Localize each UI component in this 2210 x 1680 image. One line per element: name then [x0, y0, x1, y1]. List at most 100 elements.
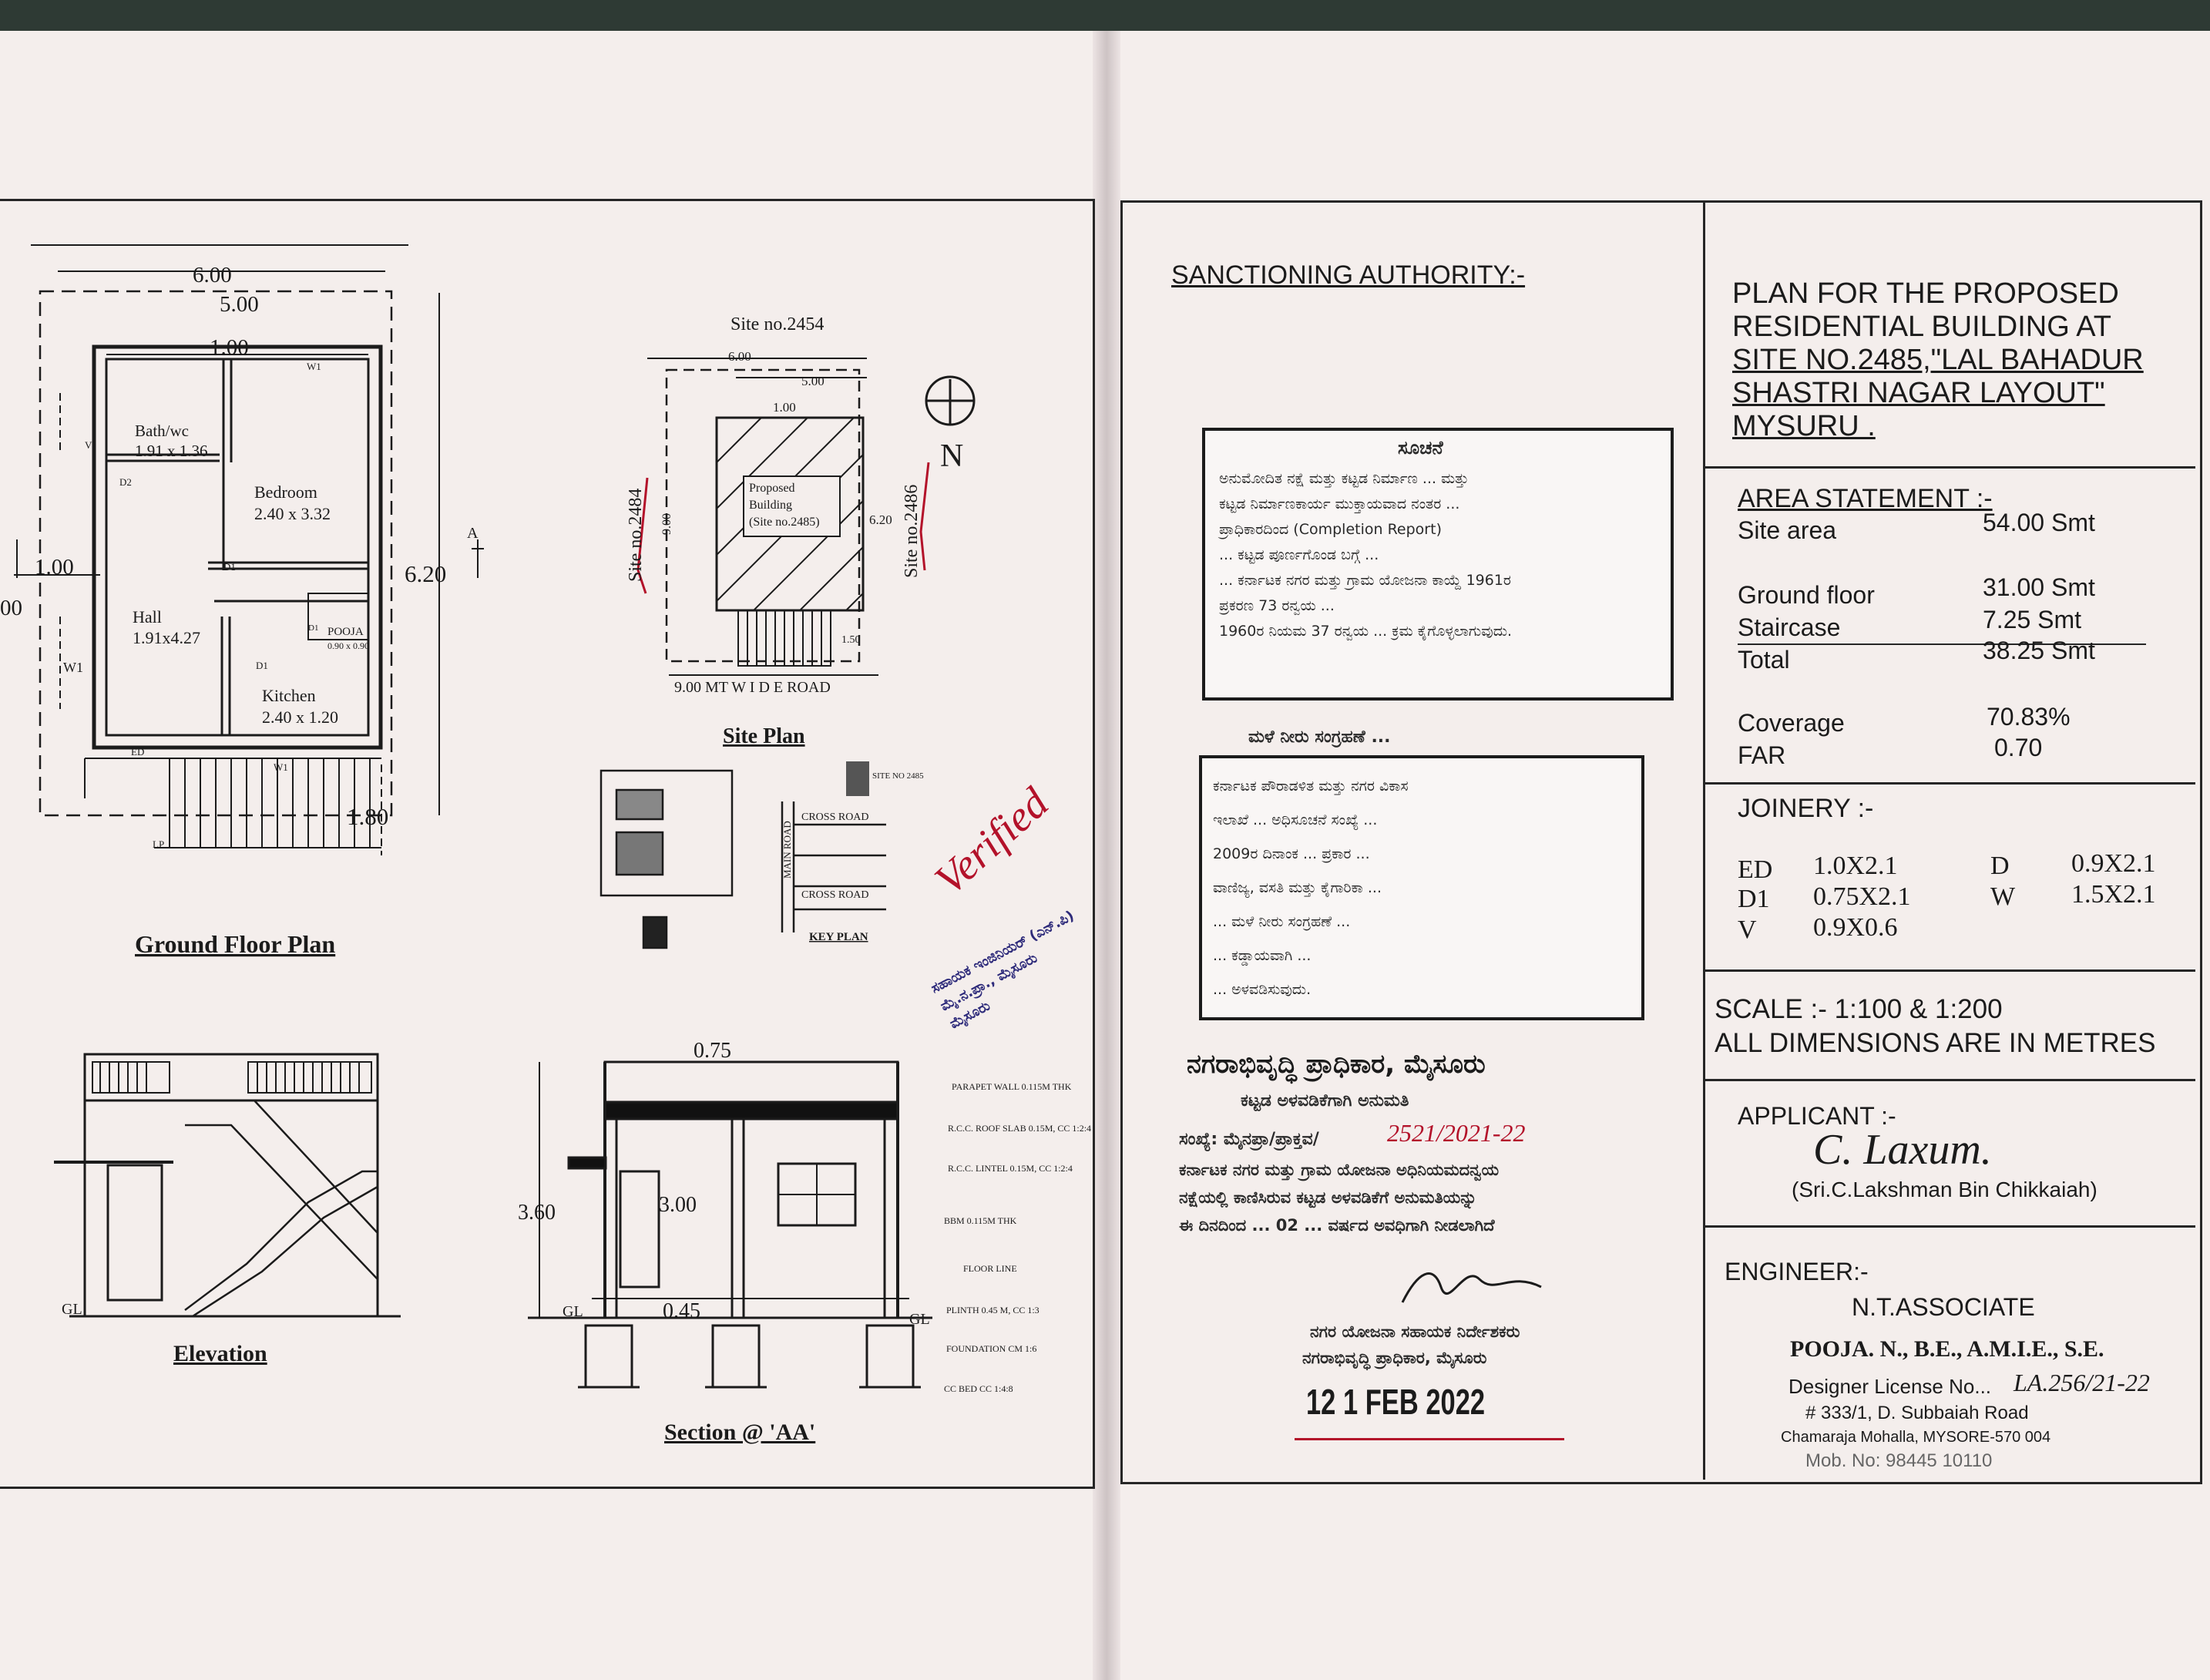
opening-w1-left: W1 — [63, 660, 83, 675]
sanctioning-authority-title: SANCTIONING AUTHORITY:- — [1171, 260, 1526, 290]
site-plan — [636, 358, 976, 676]
section-gl-right: GL — [909, 1311, 930, 1328]
note-parapet: PARAPET WALL 0.115M THK — [952, 1081, 1072, 1092]
rule-line-7: ... ಅಳವಡಿಸುವುದು. — [1213, 981, 1312, 998]
firm-name: N.T.ASSOCIATE — [1852, 1293, 2035, 1321]
license-value: LA.256/21-22 — [2014, 1369, 2150, 1396]
notice-line-6: ಪ್ರಕರಣ 73 ರನ್ವಯ ... — [1219, 597, 1335, 614]
notice-line-2: ಕಟ್ಟಡ ನಿರ್ಮಾಣಕಾರ್ಯ ಮುಕ್ತಾಯವಾದ ನಂತರ ... — [1219, 496, 1460, 512]
title-line-4: SHASTRI NAGAR LAYOUT" — [1732, 377, 2105, 409]
area-gf-label: Ground floor — [1738, 581, 1875, 609]
dimensions-note: ALL DIMENSIONS ARE IN METRES — [1715, 1028, 2156, 1058]
authority-name: ನಗರಾಭಿವೃದ್ಧಿ ಪ್ರಾಧಿಕಾರ, ಮೈಸೂರು — [1187, 1049, 1486, 1080]
license-label: Designer License No... — [1788, 1375, 1992, 1398]
dim-overall-width: 6.00 — [193, 263, 232, 287]
site-top-label: Site no.2454 — [731, 314, 824, 334]
area-gf-value: 31.00 Smt — [1983, 573, 2095, 601]
dim-left: 1.00 — [35, 555, 74, 580]
dim-top: 1.00 — [210, 335, 249, 360]
page-fold — [1093, 31, 1120, 1680]
title-line-5: MYSURU . — [1732, 410, 1876, 442]
room-kitchen-size: 2.40 x 1.20 — [262, 707, 338, 727]
section-dim-360: 3.60 — [518, 1201, 556, 1225]
rule-line-2: ಇಲಾಖೆ ... ಅಧಿಸೂಚನೆ ಸಂಖ್ಯೆ ... — [1213, 811, 1378, 828]
site-right-label: Site no.2486 — [902, 485, 922, 578]
rainwater-box: ಕರ್ನಾಟಕ ಪೌರಾಡಳಿತ ಮತ್ತು ನಗರ ವಿಕಾಸ ಇಲಾಖೆ .… — [1199, 755, 1644, 1020]
north-label: N — [940, 438, 963, 474]
road-label: 9.00 MT W I D E ROAD — [674, 679, 831, 696]
opening-ed: ED — [131, 746, 144, 758]
applicant-label: APPLICANT :- — [1738, 1102, 1896, 1130]
key-cross-road-1: CROSS ROAD — [801, 811, 869, 823]
building-label-2: Building — [749, 499, 792, 512]
room-pooja-name: POOJA — [327, 626, 364, 638]
ground-floor-title: Ground Floor Plan — [135, 930, 335, 958]
site-dim-620: 6.20 — [869, 512, 892, 527]
joinery-d1-code: D1 — [1738, 885, 1770, 913]
notice-box: ಸೂಚನೆ ಅನುಮೋದಿತ ನಕ್ಷೆ ಮತ್ತು ಕಟ್ಟಡ ನಿರ್ಮಾಣ… — [1202, 428, 1674, 701]
sanction-number-value: 2521/2021-22 — [1387, 1119, 1526, 1147]
area-title: AREA STATEMENT :- — [1738, 484, 1993, 513]
section-dim-045: 0.45 — [663, 1299, 700, 1323]
rule-line-4: ವಾಣಿಜ್ಯ, ವಸತಿ ಮತ್ತು ಕೈಗಾರಿಕಾ ... — [1213, 879, 1382, 896]
mobile-line: Mob. No: 98445 10110 — [1805, 1450, 1993, 1471]
sanction-line-1: ಕರ್ನಾಟಕ ನಗರ ಮತ್ತು ಗ್ರಾಮ ಯೋಜನಾ ಅಧಿನಿಯಮದನ್… — [1179, 1161, 1500, 1179]
opening-w1-front: W1 — [274, 761, 288, 773]
area-stair-value: 7.25 Smt — [1983, 606, 2082, 633]
date-stamp: 12 1 FEB 2022 — [1306, 1382, 1486, 1422]
joinery-w-code: W — [1990, 882, 2016, 911]
sign-title: ನಗರ ಯೋಜನಾ ಸಹಾಯಕ ನಿರ್ದೇಶಕರು — [1310, 1322, 1520, 1341]
opening-w1-top: W1 — [307, 361, 321, 372]
sanction-line-2: ನಕ್ಷೆಯಲ್ಲಿ ಕಾಣಿಸಿರುವ ಕಟ್ಟಡ ಅಳವಡಿಕೆಗೆ ಅನು… — [1179, 1188, 1477, 1207]
key-cross-road-2: CROSS ROAD — [801, 889, 869, 901]
site-dim-600: 6.00 — [728, 349, 751, 364]
applicant-name: (Sri.C.Lakshman Bin Chikkaiah) — [1792, 1178, 2097, 1201]
room-bath-size: 1.91 x 1.36 — [135, 442, 208, 460]
area-stair-label: Staircase — [1738, 613, 1841, 641]
applicant-signature: C. Laxum. — [1813, 1126, 1992, 1174]
ground-floor-plan — [14, 244, 484, 855]
notice-title: ಸೂಚನೆ — [1398, 437, 1443, 459]
sanction-line-3: ಈ ದಿನದಿಂದ ... 02 ... ವರ್ಷದ ಅವಧಿಗಾಗಿ ನೀಡಲ… — [1179, 1216, 1495, 1235]
room-kitchen-name: Kitchen — [262, 686, 316, 705]
dim-height: 6.20 — [405, 560, 446, 587]
area-total-label: Total — [1738, 646, 1790, 674]
joinery-d-code: D — [1990, 852, 2010, 880]
opening-d1-bed: D1 — [223, 561, 236, 573]
section-mark-a: A — [467, 525, 479, 542]
address-line-1: # 333/1, D. Subbaiah Road — [1805, 1403, 2029, 1423]
scale-text: SCALE :- 1:100 & 1:200 — [1715, 994, 2003, 1024]
note-roof-slab: R.C.C. ROOF SLAB 0.15M, CC 1:2:4 — [948, 1123, 1091, 1134]
room-hall-name: Hall — [133, 607, 162, 627]
note-plinth: PLINTH 0.45 M, CC 1:3 — [946, 1305, 1040, 1315]
key-plan — [600, 761, 886, 949]
far-value: 0.70 — [1994, 734, 2043, 761]
dim-edge: 00 — [0, 596, 22, 620]
notice-line-3: ಪ್ರಾಧಿಕಾರದಿಂದ (Completion Report) — [1219, 521, 1442, 538]
engineer-label: ENGINEER:- — [1725, 1258, 1869, 1285]
note-foundation: FOUNDATION CM 1:6 — [946, 1343, 1036, 1354]
joinery-v-code: V — [1738, 916, 1757, 944]
joinery-v-size: 0.9X0.6 — [1813, 913, 1898, 942]
site-plan-labels: Site no.2454 Site no.2484 Site no.2486 6… — [626, 314, 963, 748]
opening-lp: LP — [153, 838, 164, 850]
section-dim-300: 3.00 — [659, 1193, 697, 1217]
joinery-d-size: 0.9X2.1 — [2071, 849, 2156, 878]
note-bbm: BBM 0.115M THK — [944, 1215, 1017, 1226]
site-left-label: Site no.2484 — [626, 489, 646, 582]
opening-d2: D2 — [119, 476, 132, 488]
address-line-2: Chamaraja Mohalla, MYSORE-570 004 — [1781, 1429, 2051, 1446]
title-line-2: RESIDENTIAL BUILDING AT — [1732, 311, 2111, 343]
building-label-3: (Site no.2485) — [749, 516, 820, 529]
opening-v: V — [85, 439, 92, 451]
sanction-number-label: ಸಂಖ್ಯೆ: ಮೈನಪ್ರಾ/ಪ್ರಾಕ್ತವ/ — [1179, 1130, 1319, 1149]
site-dim-500: 5.00 — [801, 374, 825, 388]
rule-line-5: ... ಮಳೆ ನೀರು ಸಂಗ್ರಹಣೆ ... — [1213, 913, 1351, 930]
joinery-ed-code: ED — [1738, 855, 1773, 884]
opening-d1-kitchen: D1 — [256, 660, 268, 671]
rule-line-1: ಕರ್ನಾಟಕ ಪೌರಾಡಳಿತ ಮತ್ತು ನಗರ ವಿಕಾಸ — [1213, 778, 1409, 795]
key-main-road: MAIN ROAD — [781, 821, 793, 879]
joinery-ed-size: 1.0X2.1 — [1813, 852, 1898, 880]
section-gl-left: GL — [563, 1303, 583, 1320]
dim-inner-width: 5.00 — [220, 292, 259, 317]
